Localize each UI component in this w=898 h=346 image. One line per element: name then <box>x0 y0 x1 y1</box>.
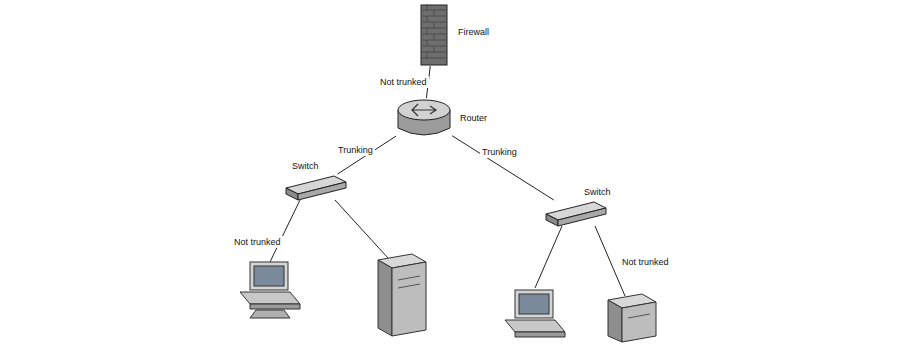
switch-icon <box>544 200 608 228</box>
server-icon <box>608 294 656 342</box>
device-links <box>270 200 625 296</box>
device-label: Router <box>458 112 489 124</box>
router-icon <box>396 98 452 138</box>
server-icon <box>378 254 426 336</box>
device-label: Firewall <box>456 26 491 38</box>
network-device: Router <box>396 98 452 138</box>
device-label: Switch <box>290 160 321 172</box>
link-label: Trunking <box>480 146 519 158</box>
switch-icon <box>284 174 348 202</box>
network-device: Firewall <box>420 4 448 66</box>
link-label: Not trunked <box>232 236 283 248</box>
firewall-icon <box>420 4 448 66</box>
network-link <box>452 136 554 200</box>
pc-icon <box>505 290 565 337</box>
link-label: Not trunked <box>620 256 671 268</box>
device-label: Switch <box>582 186 613 198</box>
link-label: Not trunked <box>378 76 429 88</box>
network-device: Switch <box>544 200 608 228</box>
link-label: Trunking <box>336 144 375 156</box>
network-device: Switch <box>284 174 348 202</box>
pc-icon <box>240 262 300 318</box>
